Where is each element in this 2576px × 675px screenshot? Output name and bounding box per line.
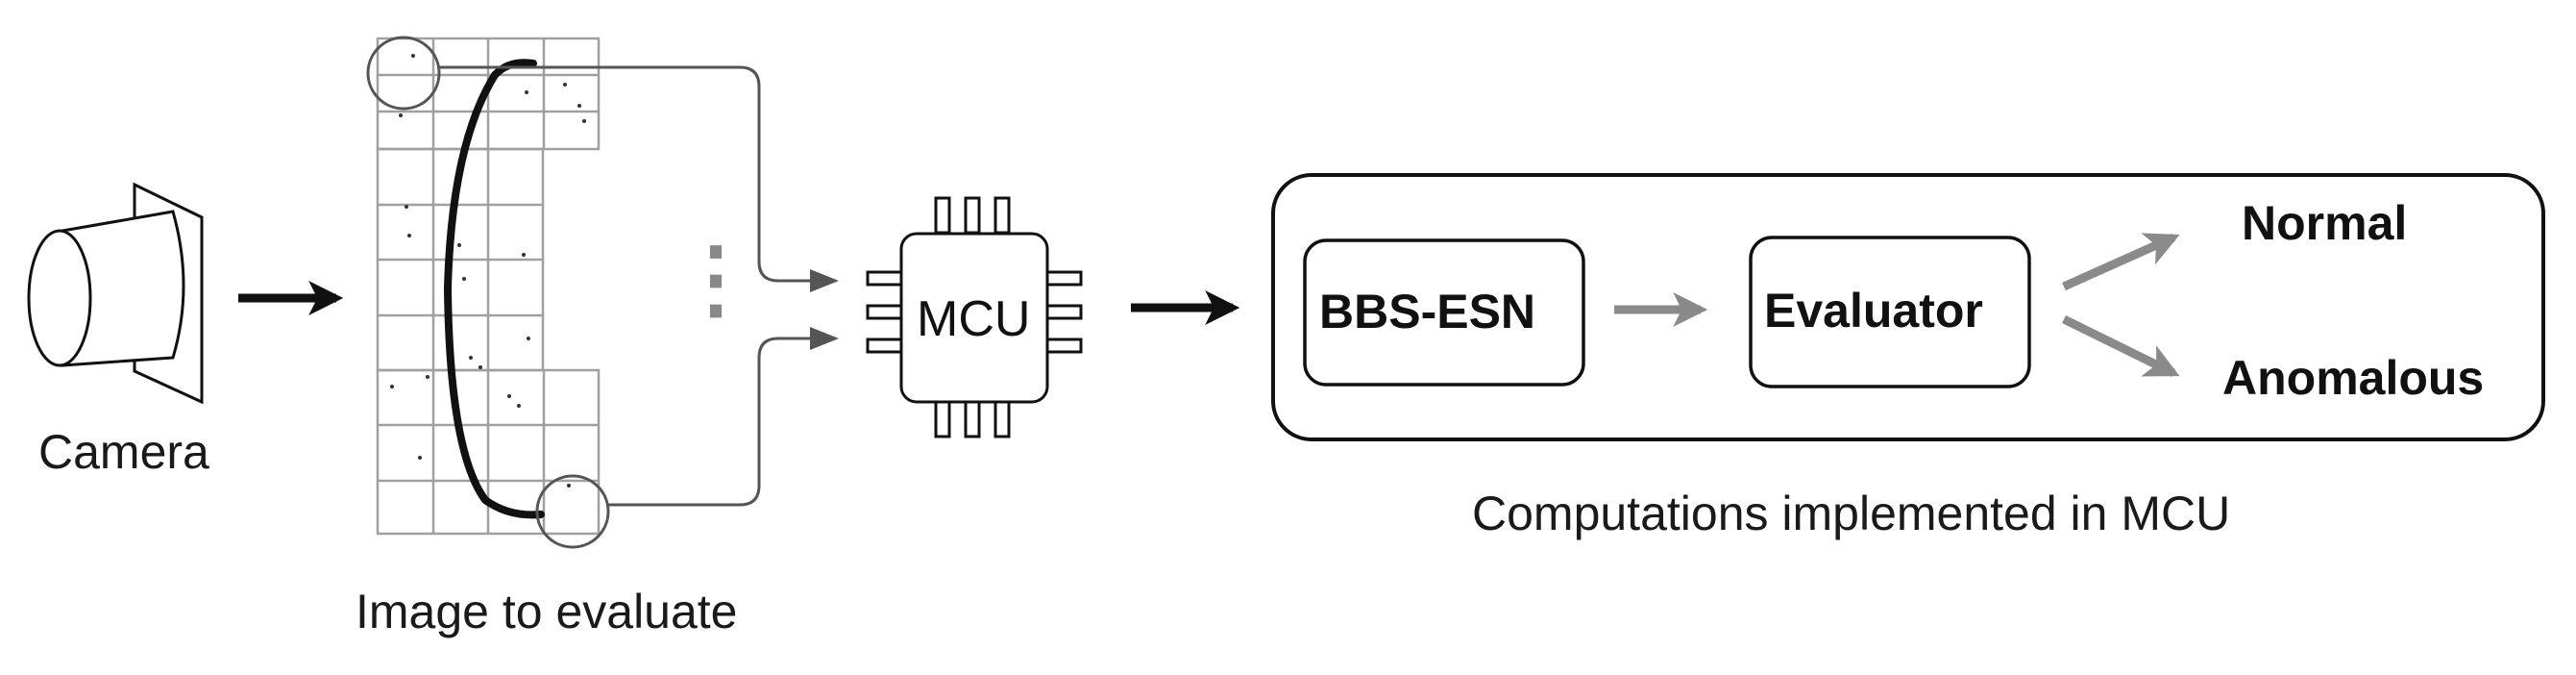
camera-label: Camera <box>38 425 209 479</box>
output-anomalous: Anomalous <box>2222 351 2485 405</box>
output-normal: Normal <box>2242 196 2408 250</box>
image-caption: Image to evaluate <box>356 585 738 638</box>
arrow-to-normal <box>2062 233 2180 291</box>
camera-icon <box>27 182 204 405</box>
pipeline-caption: Computations implemented in MCU <box>1472 487 2231 540</box>
connector-top <box>437 65 839 292</box>
arrow-to-anomalous <box>2062 314 2180 378</box>
ellipsis-indicator: ⋮ <box>673 232 759 328</box>
top-highlight-circle <box>366 36 441 111</box>
mcu-label: MCU <box>917 291 1031 347</box>
image-grid <box>376 37 601 536</box>
bottom-highlight-circle <box>535 474 610 549</box>
noise-dots <box>390 54 586 488</box>
connector-bottom <box>608 327 839 507</box>
handwritten-stroke <box>443 59 545 519</box>
evaluator-label: Evaluator <box>1764 284 1983 338</box>
bbs-esn-box <box>1303 238 1585 387</box>
chip-icon <box>866 196 1083 438</box>
bbs-esn-label: BBS-ESN <box>1319 285 1536 338</box>
evaluator-box <box>1749 236 2031 388</box>
